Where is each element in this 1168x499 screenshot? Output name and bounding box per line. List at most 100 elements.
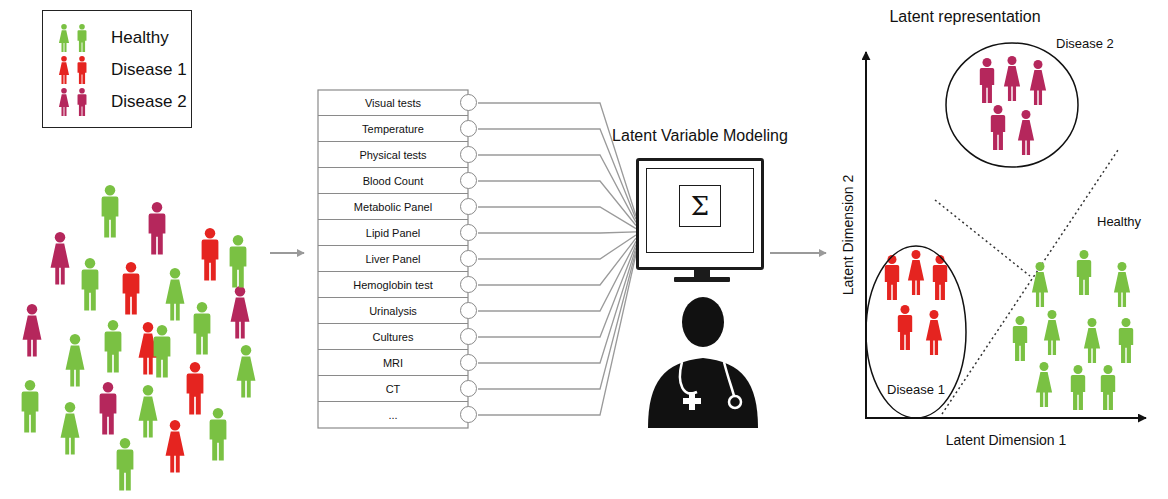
person-icon [149,202,166,255]
person-icon [123,262,140,315]
input-circle [460,120,477,137]
test-name: Physical tests [359,149,426,161]
person-icon [187,362,204,415]
person-icon [78,56,87,84]
person-icon [1044,310,1060,355]
test-row: Hemoglobin test [318,272,478,298]
test-name: Urinalysis [369,305,417,317]
input-connector [478,181,636,226]
test-cell: Liver Panel [318,246,468,272]
decision-boundary [942,150,1118,414]
axis-label: Latent Dimension 2 [840,175,856,296]
input-connector [478,251,636,389]
test-name: Metabolic Panel [354,201,432,213]
person-icon [100,382,117,435]
test-row: ... [318,402,478,428]
test-row: MRI [318,350,478,376]
sigma-symbol: Σ [679,185,721,227]
person-icon [926,310,942,355]
test-cell: Temperature [318,116,468,142]
legend-swatch [51,23,95,53]
axis-label: Latent Dimension 1 [946,432,1067,448]
input-connector [478,235,636,259]
input-connector [478,232,636,233]
person-icon [1119,318,1133,363]
person-icon [1071,365,1085,410]
person-icon [61,402,80,455]
person-icon [78,24,87,52]
person-icon [1077,250,1091,295]
test-cell: Urinalysis [318,298,468,324]
input-circle [460,172,477,189]
flow-arrow [270,252,304,254]
test-name: Visual tests [365,97,421,109]
input-connector [478,155,636,222]
legend-swatch [51,55,95,85]
input-circle [460,328,477,345]
test-name: Cultures [373,331,414,343]
person-icon [1114,262,1130,307]
person-icon [980,58,994,103]
person-icon [237,345,256,398]
input-circle [460,354,477,371]
test-name: Lipid Panel [366,227,420,239]
test-row: Metabolic Panel [318,194,478,220]
y-axis [865,52,867,418]
person-icon [66,334,85,387]
test-row: Temperature [318,116,478,142]
person-icon [59,56,69,84]
test-list-box [318,90,468,428]
cluster-ellipse: Disease 2 [944,40,1134,175]
person-icon [105,320,122,373]
test-name: MRI [383,357,403,369]
legend-box: HealthyDisease 1Disease 2 [42,10,192,128]
test-cell: Cultures [318,324,468,350]
input-circle [460,250,477,267]
person-icon [202,228,219,281]
legend-text: Disease 2 [111,92,187,112]
test-cell: Metabolic Panel [318,194,468,220]
cluster-label: Disease 2 [1056,36,1114,51]
input-circle [460,302,477,319]
input-connector [478,238,636,285]
panel-title: Latent representation [889,8,1040,26]
cluster-ellipse: Disease 1 [864,244,968,422]
test-cell: MRI [318,350,468,376]
legend-row: Healthy [51,23,169,53]
test-row: Cultures [318,324,478,350]
monitor-base [674,277,730,282]
monitor-screen: Σ [646,168,754,253]
person-icon [1018,110,1034,155]
test-row: Blood Count [318,168,478,194]
people-crowd [22,185,256,491]
test-cell: CT [318,376,468,402]
person-icon [210,408,227,461]
person-icon [1084,318,1100,363]
person-icon [59,88,69,116]
input-circle [460,224,477,241]
person-icon [908,250,924,295]
input-circle [460,276,477,293]
person-icon [166,268,185,321]
person-icon [1101,365,1115,410]
legend-row: Disease 2 [51,87,187,117]
cluster-label: Disease 1 [887,382,945,397]
person-icon [1030,60,1046,105]
person-icon [230,235,247,288]
input-circle [460,380,477,397]
test-cell: Physical tests [318,142,468,168]
test-name: Hemoglobin test [353,279,433,291]
person-icon [991,105,1005,150]
test-row: Physical tests [318,142,478,168]
test-name: Blood Count [363,175,424,187]
input-circle [460,94,477,111]
ellipse-outline [944,40,1134,175]
person-icon [78,88,87,116]
person-icon [102,185,119,238]
input-connector [478,241,636,311]
cluster-people [885,56,1133,410]
input-connector [478,207,636,229]
test-row: Urinalysis [318,298,478,324]
input-connector [478,248,636,363]
model-heading: Latent Variable Modeling [612,127,788,145]
